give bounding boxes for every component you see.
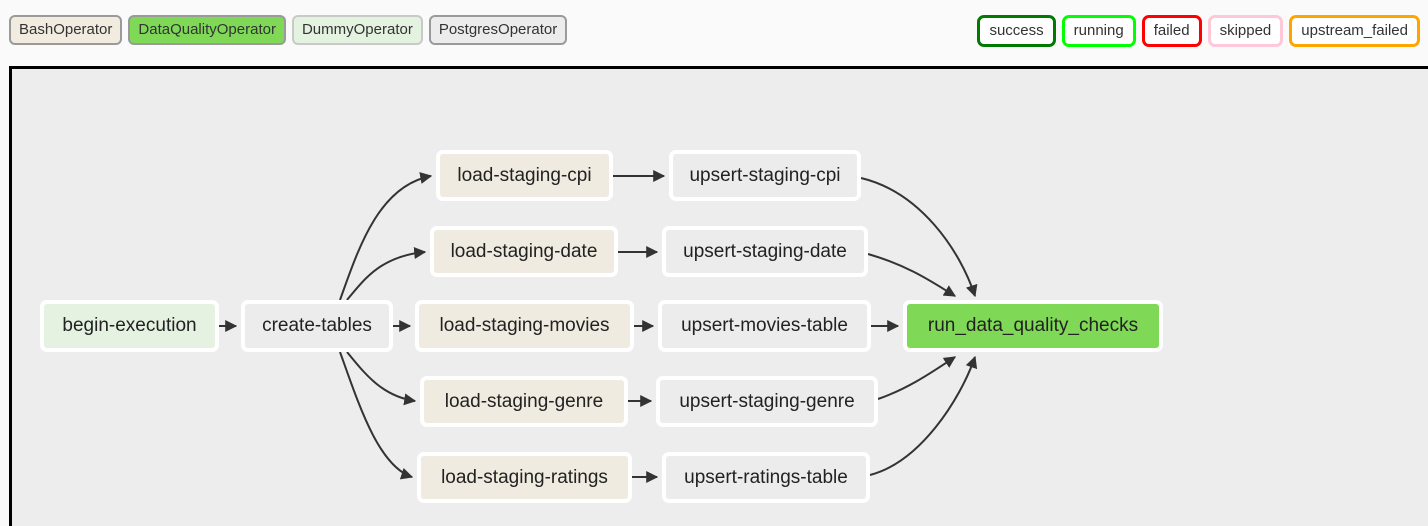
dag-node-load-staging-date[interactable]: load-staging-date (430, 226, 618, 277)
legend-status-failed[interactable]: failed (1141, 15, 1202, 47)
legend-status-success[interactable]: success (977, 15, 1056, 47)
dag-graph-panel[interactable]: begin-execution create-tables load-staging… (9, 66, 1428, 526)
dag-graph-canvas[interactable]: begin-execution create-tables load-staging… (12, 69, 1428, 526)
dag-node-load-staging-ratings[interactable]: load-staging-ratings (417, 452, 632, 503)
dag-node-upsert-ratings-table[interactable]: upsert-ratings-table (662, 452, 870, 503)
legend-status-running[interactable]: running (1061, 15, 1136, 47)
dag-node-create-tables[interactable]: create-tables (241, 300, 393, 352)
dag-edge-create-tables--load-staging-genre (346, 351, 417, 406)
dag-edge-create-tables--load-staging-cpi (339, 172, 433, 301)
legend-operator-dataqualityoperator[interactable]: DataQualityOperator (128, 15, 286, 45)
dag-node-load-staging-movies[interactable]: load-staging-movies (415, 300, 634, 352)
dag-node-upsert-movies-table[interactable]: upsert-movies-table (658, 300, 871, 352)
dag-edge-upsert-staging-genre--run_data_quality_checks (877, 356, 957, 400)
dag-node-run_data_quality_checks[interactable]: run_data_quality_checks (903, 300, 1163, 352)
dag-edge-upsert-staging-cpi--run_data_quality_checks (860, 177, 978, 298)
dag-edge-create-tables--load-staging-date (346, 247, 427, 301)
dag-edge-upsert-staging-date--run_data_quality_checks (867, 253, 957, 297)
dag-edge-upsert-ratings-table--run_data_quality_checks (869, 355, 978, 476)
dag-edge-create-tables--load-staging-ratings (339, 351, 414, 480)
dag-node-upsert-staging-date[interactable]: upsert-staging-date (662, 226, 868, 277)
legend-status-skipped[interactable]: skipped (1207, 15, 1284, 47)
legend-operator-bashoperator[interactable]: BashOperator (9, 15, 123, 45)
dag-node-load-staging-cpi[interactable]: load-staging-cpi (436, 150, 613, 201)
dag-node-load-staging-genre[interactable]: load-staging-genre (420, 376, 628, 427)
legend-operator-dummyoperator[interactable]: DummyOperator (291, 15, 423, 45)
legend-operator-postgresoperator[interactable]: PostgresOperator (428, 15, 568, 45)
legend-status-upstream_failed[interactable]: upstream_failed (1289, 15, 1420, 47)
dag-node-begin-execution[interactable]: begin-execution (40, 300, 219, 352)
dag-node-upsert-staging-cpi[interactable]: upsert-staging-cpi (669, 150, 861, 201)
dag-node-upsert-staging-genre[interactable]: upsert-staging-genre (656, 376, 878, 427)
